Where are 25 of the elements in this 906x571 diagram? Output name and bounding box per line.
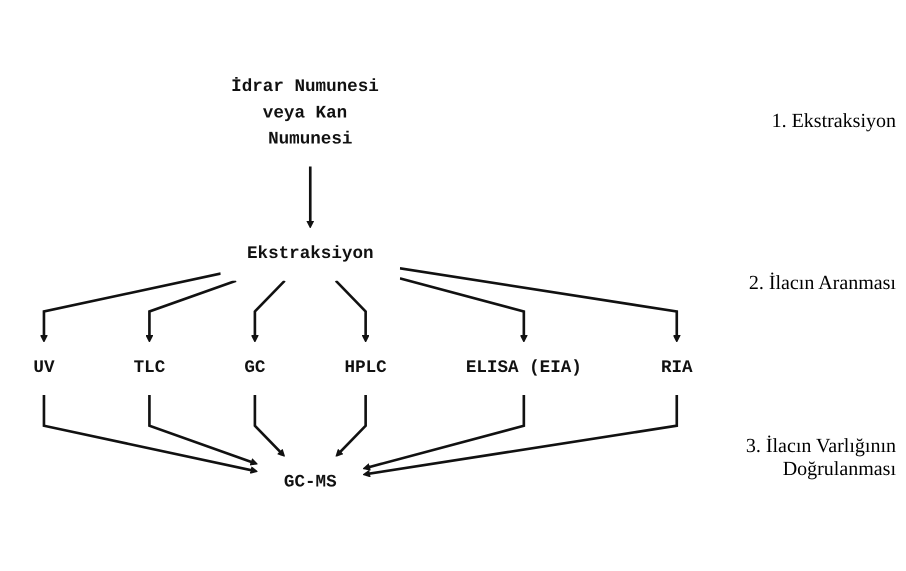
arrow: [334, 280, 370, 343]
arrow: [146, 280, 236, 343]
node-text: HPLC: [344, 358, 387, 379]
arrow: [400, 267, 681, 343]
node-text: GC: [244, 358, 266, 379]
arrow: [362, 395, 526, 472]
arrow: [254, 395, 286, 458]
arrow: [40, 272, 221, 343]
arrow: [400, 277, 528, 343]
arrow: [306, 166, 314, 229]
step-label: 2. İlacın Aranması: [748, 272, 896, 296]
node-text: TLC: [134, 358, 166, 379]
arrow: [148, 395, 258, 466]
node-text: Ekstraksiyon: [246, 244, 374, 264]
arrow: [42, 395, 258, 474]
arrow: [335, 395, 367, 458]
node-text: ELISA (EIA): [466, 358, 582, 379]
node-text: RIA: [660, 358, 693, 379]
node-text: GC-MS: [284, 472, 337, 493]
step-label: 3. İlacın Varlığının Doğrulanması: [744, 435, 896, 482]
node-text: UV: [33, 358, 55, 379]
node-text: İdrar Numunesi veya Kan Numunesi: [231, 77, 379, 150]
arrow: [251, 280, 286, 343]
arrow: [362, 395, 678, 478]
step-label: 1. Ekstraksiyon: [770, 110, 896, 133]
